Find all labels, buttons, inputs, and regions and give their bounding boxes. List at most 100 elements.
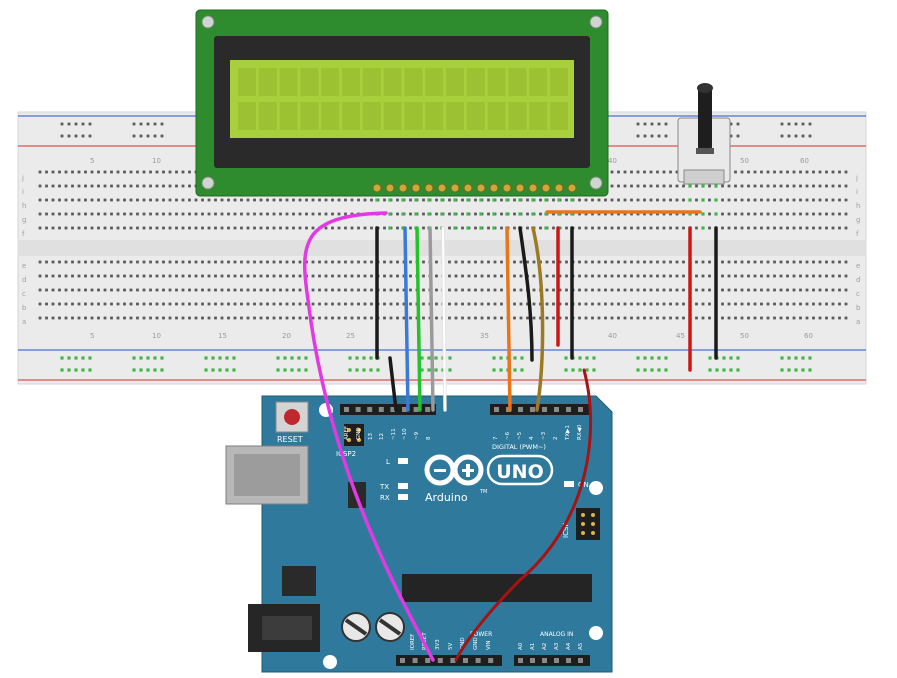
breadboard-hole [90, 170, 94, 174]
connected-hole [643, 356, 647, 360]
breadboard-hole [383, 302, 386, 306]
breadboard-hole [584, 274, 588, 278]
row-letter: j [855, 174, 858, 182]
breadboard-hole [253, 226, 256, 230]
connected-hole [650, 368, 654, 372]
breadboard-hole [350, 274, 354, 278]
breadboard-hole [448, 226, 451, 230]
breadboard-hole [103, 170, 107, 174]
breadboard-hole [786, 212, 789, 216]
breadboard-hole [779, 212, 783, 216]
breadboard-hole [532, 316, 536, 320]
breadboard-hole [233, 274, 237, 278]
wire-blue [403, 226, 410, 412]
breadboard-hole [162, 212, 165, 216]
breadboard-hole [669, 316, 672, 320]
breadboard-hole [103, 274, 107, 278]
breadboard-hole [448, 302, 451, 306]
breadboard-hole [162, 226, 165, 230]
header-pin [344, 407, 349, 412]
breadboard-hole [779, 288, 783, 292]
connected-hole [388, 198, 392, 202]
breadboard-hole [617, 260, 620, 264]
breadboard-hole [253, 316, 256, 320]
breadboard-hole [643, 226, 646, 230]
lcd-character-cell [487, 102, 506, 130]
reset-label: RESET [277, 435, 303, 444]
breadboard-hole [545, 316, 549, 320]
breadboard-hole [844, 302, 848, 306]
breadboard-hole [656, 226, 659, 230]
breadboard-hole [838, 316, 841, 320]
breadboard-hole [721, 198, 724, 202]
row-letter: i [856, 188, 858, 196]
rail-hole [736, 122, 740, 126]
breadboard-hole [246, 302, 250, 306]
rail-hole [787, 134, 791, 138]
breadboard-hole [422, 302, 425, 306]
breadboard-hole [318, 288, 321, 292]
icsp-label: ICSP [562, 522, 570, 538]
breadboard-hole [103, 184, 107, 188]
breadboard-hole [129, 226, 133, 230]
breadboard-hole [279, 226, 282, 230]
lcd-pin [463, 183, 473, 193]
breadboard-hole [110, 212, 113, 216]
lcd-character-cell [383, 102, 402, 130]
breadboard-hole [610, 288, 614, 292]
header-pin [566, 658, 571, 663]
breadboard-hole [675, 226, 679, 230]
reset-button[interactable] [284, 409, 300, 425]
breadboard-hole [38, 288, 42, 292]
rail-hole [664, 122, 668, 126]
breadboard-hole [513, 274, 516, 278]
lcd-pin [450, 183, 460, 193]
breadboard-hole [695, 184, 698, 188]
rail-hole [736, 134, 740, 138]
breadboard-hole [253, 274, 256, 278]
breadboard-hole [253, 260, 256, 264]
breadboard-hole [604, 288, 607, 292]
breadboard-hole [682, 274, 685, 278]
pin-label: A5 [578, 642, 584, 650]
breadboard-hole [500, 260, 503, 264]
breadboard-hole [604, 198, 607, 202]
breadboard-hole [103, 260, 107, 264]
breadboard-hole [266, 212, 269, 216]
connected-hole [283, 368, 287, 372]
breadboard-hole [201, 274, 204, 278]
breadboard-hole [513, 260, 516, 264]
breadboard-hole [708, 260, 711, 264]
connected-hole [701, 198, 705, 202]
breadboard-hole [188, 212, 191, 216]
rail-hole [153, 122, 157, 126]
breadboard-hole [292, 260, 295, 264]
breadboard-hole [760, 302, 763, 306]
connected-hole [499, 368, 503, 372]
breadboard-hole [799, 316, 802, 320]
breadboard-hole [38, 260, 42, 264]
connected-hole [492, 368, 496, 372]
breadboard-hole [812, 288, 815, 292]
breadboard-hole [110, 274, 113, 278]
breadboard-hole [162, 274, 165, 278]
breadboard-hole [760, 184, 763, 188]
breadboard-hole [383, 316, 386, 320]
lcd-pin [372, 183, 382, 193]
breadboard-hole [591, 198, 594, 202]
breadboard-hole [142, 316, 146, 320]
breadboard-hole [409, 274, 412, 278]
connected-hole [225, 368, 229, 372]
breadboard-hole [662, 288, 666, 292]
breadboard-hole [201, 198, 204, 202]
breadboard-hole [240, 212, 243, 216]
dc-jack-inner [262, 616, 312, 640]
connected-hole [276, 356, 280, 360]
breadboard-hole [747, 274, 750, 278]
breadboard-hole [292, 288, 295, 292]
connected-hole [492, 198, 496, 202]
breadboard-hole [753, 274, 757, 278]
breadboard-hole [435, 226, 438, 230]
breadboard-hole [643, 170, 646, 174]
